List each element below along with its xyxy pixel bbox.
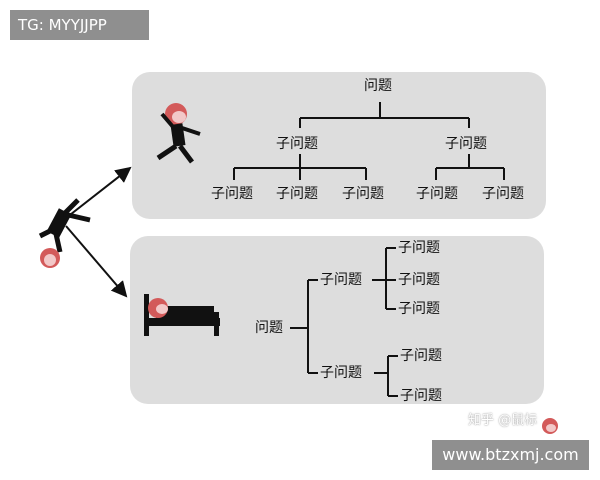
overlay-tag: TG: MYYJJPP xyxy=(10,10,149,40)
bottom-subproblem-node: 子问题 xyxy=(320,272,362,288)
running-person-figure xyxy=(156,103,201,164)
bottom-leaf-node: 子问题 xyxy=(400,348,442,364)
top-leaf-node: 子问题 xyxy=(211,186,253,202)
top-subproblem-node: 子问题 xyxy=(445,136,487,152)
bottom-leaf-node: 子问题 xyxy=(398,272,440,288)
bottom-leaf-node: 子问题 xyxy=(398,301,440,317)
top-panel xyxy=(132,72,546,219)
bottom-leaf-node: 子问题 xyxy=(398,240,440,256)
falling-person-figure xyxy=(38,198,91,268)
top-leaf-node: 子问题 xyxy=(482,186,524,202)
bottom-subproblem-node: 子问题 xyxy=(320,365,362,381)
top-root-node: 问题 xyxy=(364,78,392,94)
top-leaf-node: 子问题 xyxy=(342,186,384,202)
top-leaf-node: 子问题 xyxy=(276,186,318,202)
watermark-text: 知乎 @鼠标 xyxy=(468,413,538,428)
bottom-leaf-node: 子问题 xyxy=(400,388,442,404)
top-leaf-node: 子问题 xyxy=(416,186,458,202)
top-subproblem-node: 子问题 xyxy=(276,136,318,152)
bottom-root-node: 问题 xyxy=(255,320,283,336)
watermark-avatar-icon xyxy=(542,418,558,434)
sleeping-person-in-bed-figure xyxy=(144,294,220,336)
site-label: www.btzxmj.com xyxy=(432,440,589,470)
